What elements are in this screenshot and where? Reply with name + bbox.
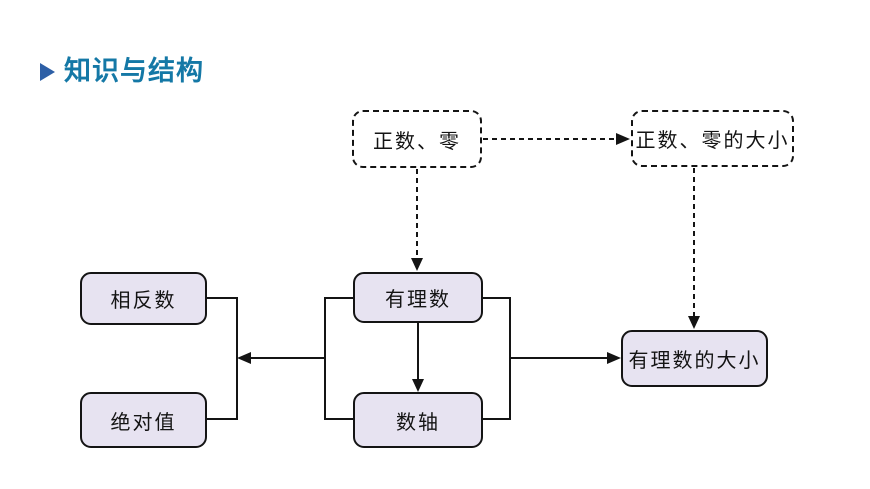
arrow-zhengshuling-to-youlishu [411, 169, 423, 271]
node-label: 绝对值 [110, 411, 177, 434]
arrow-center-to-youlishudaxiao [510, 352, 621, 364]
node-jueduizhi: 绝对值 [80, 392, 207, 448]
node-label: 正数、零的大小 [635, 130, 790, 152]
node-youlishu-daxiao: 有理数的大小 [621, 330, 768, 387]
node-label: 有理数的大小 [628, 350, 761, 372]
node-shuzhou: 数轴 [353, 392, 483, 448]
arrow-daxiao-to-youlishudaxiao [688, 168, 700, 329]
arrow-center-to-left-group [237, 352, 325, 364]
node-zhengshu-ling-daxiao: 正数、零的大小 [631, 110, 794, 167]
node-label: 相反数 [110, 290, 177, 312]
page-title: 知识与结构 [64, 56, 204, 86]
section-header: 知识与结构 [40, 58, 204, 85]
node-xiangfanshu: 相反数 [80, 272, 207, 325]
node-youlishu: 有理数 [353, 272, 483, 323]
bracket-center-left [324, 297, 353, 420]
node-label: 数轴 [396, 411, 440, 434]
node-label: 有理数 [385, 289, 451, 311]
arrow-youlishu-to-shuzhou [412, 323, 424, 392]
triangle-right-icon [40, 62, 55, 81]
node-label: 正数、零 [373, 130, 461, 153]
arrow-zhengshuling-to-daxiao [483, 133, 630, 145]
node-zhengshu-ling: 正数、零 [352, 110, 482, 168]
bracket-left-group [207, 297, 238, 420]
bracket-center-right [483, 297, 511, 420]
